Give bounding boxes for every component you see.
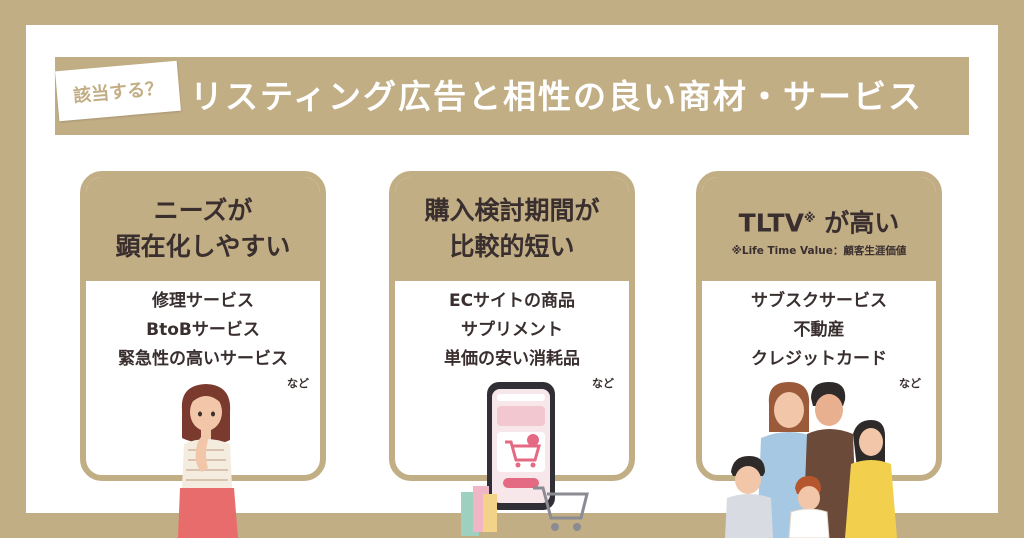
page-title: リスティング広告と相性の良い商材・サービス: [190, 77, 924, 116]
card-item-list: ECサイトの商品 サプリメント 単価の安い消耗品: [395, 287, 629, 374]
list-item: サブスクサービス: [751, 291, 887, 311]
list-item: クレジットカード: [751, 349, 887, 369]
title-banner: [55, 57, 969, 135]
card-tltv: TLTV※ が高い ※Life Time Value：顧客生涯価値 サブスクサー…: [696, 171, 942, 481]
list-item: 単価の安い消耗品: [444, 349, 580, 369]
card-header: 購入検討期間が 比較的短い: [395, 177, 629, 281]
list-item: 修理サービス: [152, 291, 254, 311]
list-item: 不動産: [793, 320, 845, 340]
smartphone-shopping-illustration: [461, 382, 589, 536]
card-note: ※Life Time Value：顧客生涯価値: [731, 245, 907, 258]
card-title-main: TLTV: [738, 208, 804, 238]
card-header: ニーズが 顕在化しやすい: [86, 177, 320, 281]
card-title-line: 購入検討期間が: [424, 196, 600, 225]
card-item-list: サブスクサービス 不動産 クレジットカード: [702, 287, 936, 374]
etc-label: など: [592, 377, 614, 390]
card-title-line: 顕在化しやすい: [115, 232, 291, 261]
card-title-line: ニーズが: [153, 196, 253, 225]
card-header: TLTV※ が高い ※Life Time Value：顧客生涯価値: [702, 177, 936, 281]
note-mark: ※: [803, 210, 816, 225]
list-item: ECサイトの商品: [448, 291, 576, 311]
card-title-suffix: が高い: [815, 208, 900, 238]
tag-label: 該当する？: [55, 60, 181, 122]
card-needs: ニーズが 顕在化しやすい 修理サービス BtoBサービス 緊急性の高いサービス: [80, 171, 326, 481]
card-item-list: 修理サービス BtoBサービス 緊急性の高いサービス: [86, 287, 320, 374]
list-item: サプリメント: [461, 320, 563, 340]
card-title-line: 比較的短い: [449, 232, 575, 261]
card-title: TLTV※ が高い: [739, 200, 900, 241]
list-item: 緊急性の高いサービス: [118, 349, 288, 369]
list-item: BtoBサービス: [146, 320, 260, 340]
etc-label: など: [899, 377, 921, 390]
family-illustration: [725, 382, 897, 538]
etc-label: など: [287, 377, 309, 390]
worried-woman-illustration: [178, 384, 238, 538]
